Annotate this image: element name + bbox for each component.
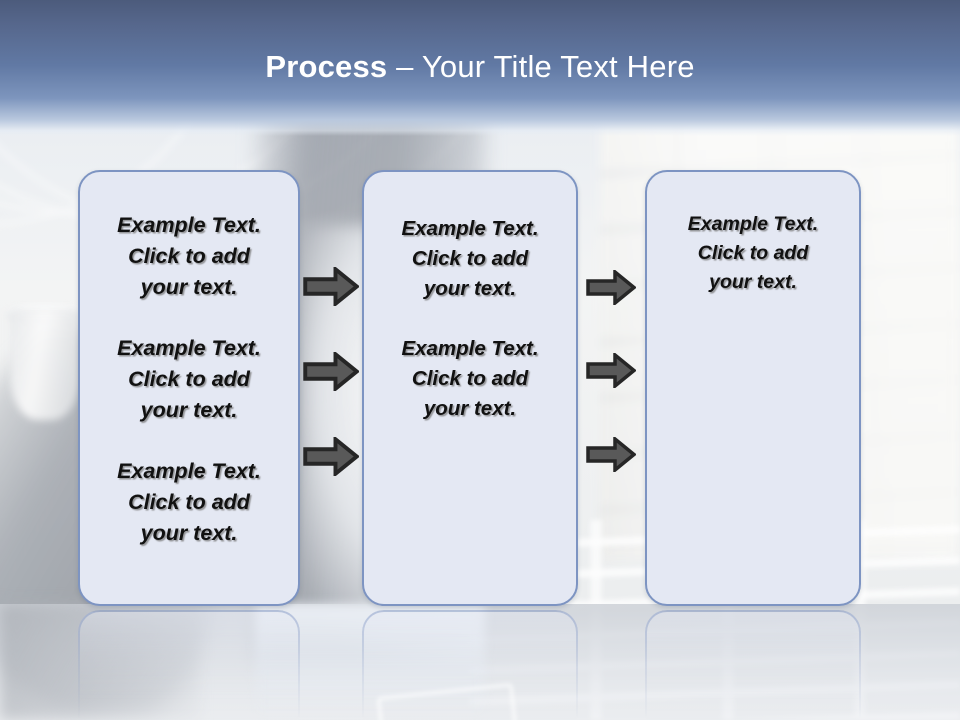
- right-block-arrow-icon: [586, 270, 636, 305]
- arrow-1c[interactable]: [303, 437, 359, 476]
- arrow-1a[interactable]: [303, 267, 359, 306]
- slide-title: Process – Your Title Text Here: [0, 48, 960, 86]
- right-block-arrow-icon: [586, 437, 636, 472]
- right-block-arrow-icon: [586, 353, 636, 388]
- right-block-arrow-icon: [303, 437, 359, 476]
- stage-1-paragraph-2[interactable]: Example Text. Click to add your text.: [117, 336, 261, 422]
- stage-2-paragraph-1[interactable]: Example Text. Click to add your text.: [401, 217, 539, 300]
- stage-1-reflection: [78, 610, 300, 720]
- background-coffee-cup: [10, 310, 80, 420]
- arrow-2c[interactable]: [586, 437, 636, 472]
- stage-1-body: Example Text. Click to add your text. Ex…: [80, 172, 298, 549]
- process-stage-3[interactable]: Example Text. Click to add your text.: [645, 170, 861, 606]
- slide-title-regular: – Your Title Text Here: [387, 49, 695, 84]
- stage-2-paragraph-2[interactable]: Example Text. Click to add your text.: [401, 337, 539, 420]
- stage-2-reflection: [362, 610, 578, 720]
- arrow-1b[interactable]: [303, 352, 359, 391]
- stage-3-body: Example Text. Click to add your text.: [647, 172, 859, 297]
- stage-2-body: Example Text. Click to add your text. Ex…: [364, 172, 576, 424]
- process-stage-2[interactable]: Example Text. Click to add your text. Ex…: [362, 170, 578, 606]
- stage-1-paragraph-1[interactable]: Example Text. Click to add your text.: [117, 213, 261, 299]
- slide-title-bold: Process: [265, 49, 388, 84]
- right-block-arrow-icon: [303, 267, 359, 306]
- arrow-2a[interactable]: [586, 270, 636, 305]
- slide-header-band: Process – Your Title Text Here: [0, 0, 960, 136]
- stage-3-paragraph-1[interactable]: Example Text. Click to add your text.: [687, 213, 819, 293]
- arrow-2b[interactable]: [586, 353, 636, 388]
- stage-3-reflection: [645, 610, 861, 720]
- process-stage-1[interactable]: Example Text. Click to add your text. Ex…: [78, 170, 300, 606]
- right-block-arrow-icon: [303, 352, 359, 391]
- stage-1-paragraph-3[interactable]: Example Text. Click to add your text.: [117, 459, 261, 545]
